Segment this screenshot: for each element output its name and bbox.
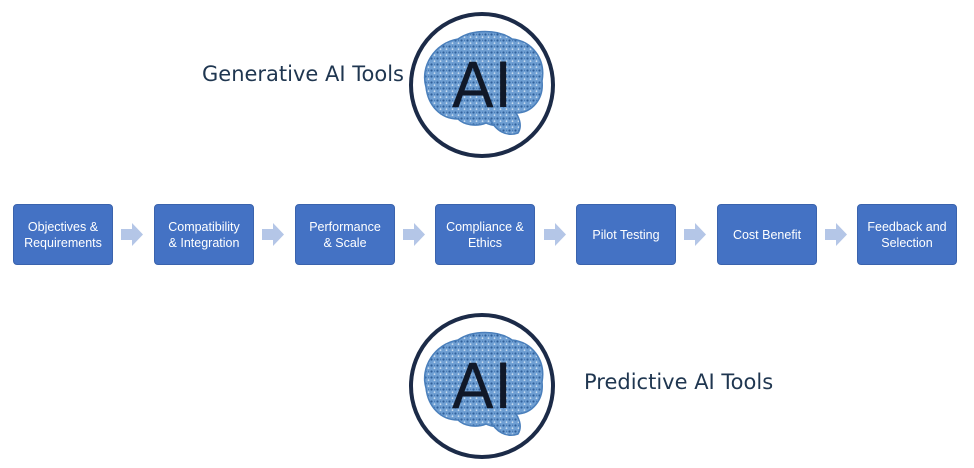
ai-brain-logo-top: AI	[406, 9, 558, 161]
arrow-right-icon	[684, 223, 706, 246]
ai-logo-text: AI	[452, 49, 513, 122]
step-feedback-selection: Feedback and Selection	[857, 204, 957, 265]
step-objectives-requirements: Objectives & Requirements	[13, 204, 113, 265]
ai-brain-logo-bottom: AI	[406, 310, 558, 462]
step-cost-benefit: Cost Benefit	[717, 204, 817, 265]
step-pilot-testing: Pilot Testing	[576, 204, 676, 265]
arrow-right-icon	[262, 223, 284, 246]
arrow-right-icon	[403, 223, 425, 246]
step-performance-scale: Performance & Scale	[295, 204, 395, 265]
predictive-ai-tools-heading: Predictive AI Tools	[584, 370, 774, 394]
ai-brain-icon: AI	[409, 313, 555, 459]
ai-logo-text: AI	[452, 350, 513, 423]
arrow-right-icon	[825, 223, 847, 246]
arrow-right-icon	[544, 223, 566, 246]
arrow-right-icon	[121, 223, 143, 246]
step-compliance-ethics: Compliance & Ethics	[435, 204, 535, 265]
ai-brain-icon: AI	[409, 12, 555, 158]
generative-ai-tools-heading: Generative AI Tools	[202, 62, 404, 86]
step-compatibility-integration: Compatibility & Integration	[154, 204, 254, 265]
